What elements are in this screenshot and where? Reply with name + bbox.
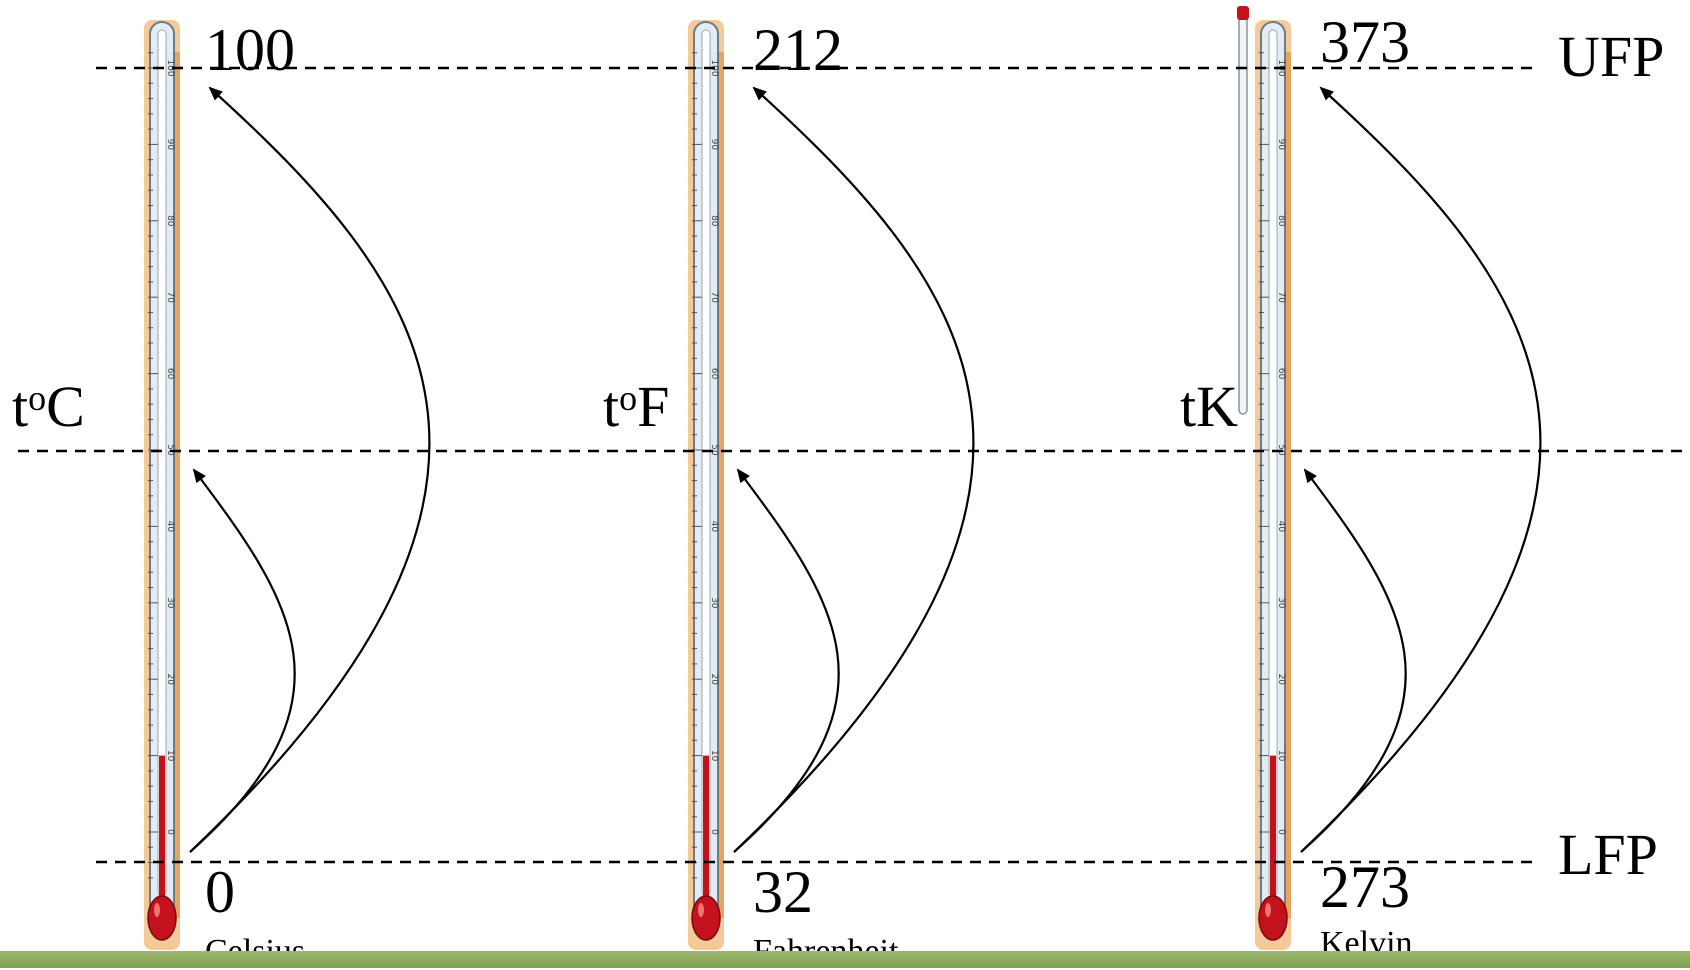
celsius-lower-value: 0 [205, 859, 235, 925]
fahrenheit-tick-label: 0 [709, 829, 719, 835]
celsius-mercury-column [159, 755, 165, 908]
fahrenheit-lower-value: 32 [753, 859, 813, 925]
celsius-bulb-highlight [154, 903, 160, 917]
celsius-tick-label: 70 [165, 291, 175, 303]
fahrenheit-tick-label: 40 [709, 521, 719, 533]
kelvin-upper-value: 373 [1320, 9, 1410, 75]
celsius-tick-label: 20 [165, 673, 175, 685]
fahrenheit-upper-arrow [733, 86, 975, 853]
fahrenheit-thermometer-bulb [691, 895, 721, 941]
kelvin-tick-label: 20 [1276, 673, 1286, 685]
kelvin-tick-label: 80 [1276, 215, 1286, 227]
celsius-tick-label: 100 [165, 59, 175, 76]
celsius-tick-label: 0 [165, 829, 175, 835]
fahrenheit-bulb-highlight [698, 903, 704, 917]
kelvin-thermometer: 0102030405060708090100 [1237, 6, 1291, 950]
kelvin-side-tube [1238, 13, 1248, 415]
fahrenheit-tick-label: 50 [709, 444, 719, 456]
celsius-tick-label: 30 [165, 597, 175, 609]
fahrenheit-variable-label: toF [603, 374, 670, 439]
fahrenheit-upper-value: 212 [753, 17, 843, 83]
fahrenheit-tick-label: 80 [709, 215, 719, 227]
fahrenheit-thermometer: 0102030405060708090100 [688, 20, 724, 950]
fahrenheit-tick-label: 10 [709, 750, 719, 762]
celsius-tick-label: 10 [165, 750, 175, 762]
fahrenheit-tick-label: 60 [709, 368, 719, 380]
celsius-upper-arrow [189, 86, 431, 853]
kelvin-tick-label: 60 [1276, 368, 1286, 380]
kelvin-tick-label: 30 [1276, 597, 1286, 609]
kelvin-tick-label: 10 [1276, 750, 1286, 762]
fahrenheit-tick-label: 90 [709, 139, 719, 151]
celsius-thermometer: 0102030405060708090100 [144, 20, 180, 950]
kelvin-thermometer-frame-edge [1283, 52, 1291, 918]
celsius-upper-value: 100 [205, 17, 295, 83]
kelvin-mercury-column [1270, 755, 1276, 908]
kelvin-tick-label: 90 [1276, 139, 1286, 151]
kelvin-tick-label: 70 [1276, 291, 1286, 303]
fahrenheit-tick-label: 20 [709, 673, 719, 685]
fahrenheit-middle-arrow [733, 468, 840, 853]
kelvin-variable-label: tK [1180, 374, 1239, 439]
celsius-tick-label: 90 [165, 139, 175, 151]
kelvin-side-tube-cap [1237, 6, 1249, 20]
ufp-label: UFP [1558, 24, 1665, 89]
lfp-label: LFP [1558, 822, 1658, 887]
kelvin-bulb-highlight [1265, 903, 1271, 917]
fahrenheit-tick-label: 30 [709, 597, 719, 609]
celsius-thermometer-bulb [147, 895, 177, 941]
celsius-thermometer-frame-edge [172, 52, 180, 918]
celsius-middle-arrow [189, 468, 296, 853]
celsius-tick-label: 80 [165, 215, 175, 227]
slide-footer-bar [0, 951, 1690, 968]
kelvin-lower-value: 273 [1320, 854, 1410, 920]
kelvin-middle-arrow [1300, 468, 1407, 853]
fahrenheit-thermometer-frame-edge [716, 52, 724, 918]
kelvin-thermometer-bulb [1258, 895, 1288, 941]
celsius-tick-label: 40 [165, 521, 175, 533]
fahrenheit-mercury-column [703, 755, 709, 908]
fahrenheit-tick-label: 70 [709, 291, 719, 303]
kelvin-tick-label: 0 [1276, 829, 1286, 835]
celsius-tick-label: 60 [165, 368, 175, 380]
kelvin-upper-arrow [1300, 86, 1542, 853]
kelvin-tick-label: 40 [1276, 521, 1286, 533]
celsius-variable-label: toC [12, 374, 85, 439]
